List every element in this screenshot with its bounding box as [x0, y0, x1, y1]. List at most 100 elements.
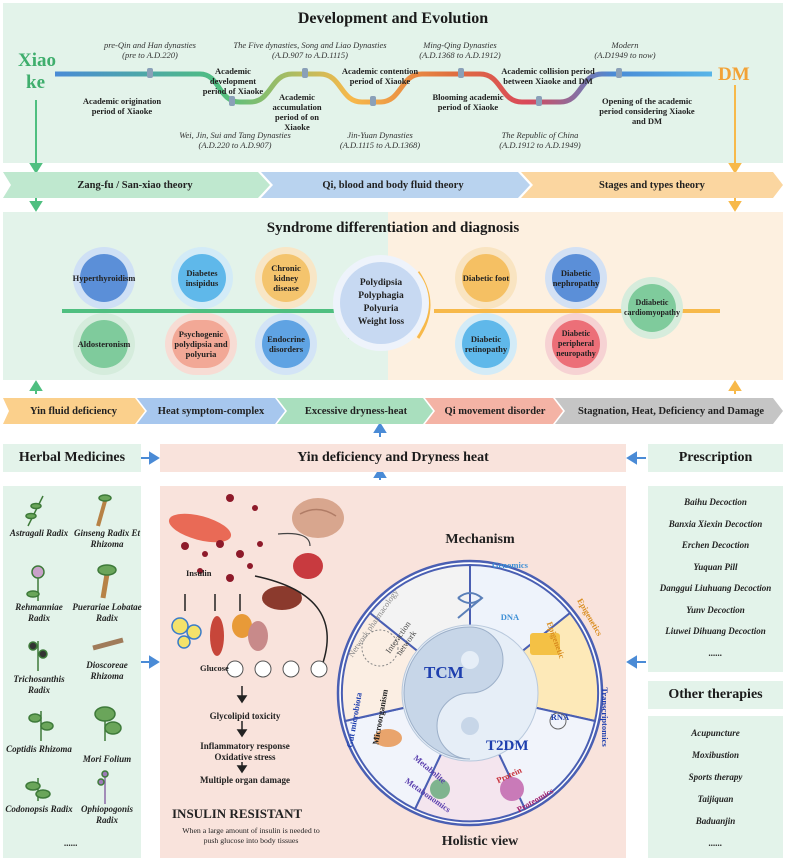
syndrome-psychogenic: Psychogenic polydipsia and polyuria: [172, 320, 230, 368]
herb-ophiopogonis: Ophiopogonis Radix: [80, 804, 133, 825]
complication-foot: Diabetic foot: [462, 254, 510, 302]
syndrome-endocrine: Endocrine disorders: [262, 320, 310, 368]
symptom-weight-loss: Weight loss: [357, 317, 405, 327]
herb-astragali: Astragali Radix: [9, 528, 69, 538]
period-5: Blooming academic period of Xiaoke: [432, 92, 504, 112]
herb-rehmanniae: Rehmanniae Radix: [15, 602, 63, 623]
pattern-yin-fluid: Yin fluid deficiency: [29, 405, 118, 417]
complication-retinopathy: Diabetic retinopathy: [462, 320, 510, 368]
herb-more: ......: [64, 838, 78, 848]
insulin-desc-1: When a large amount of insulin is needed…: [182, 826, 320, 835]
syndrome-ckd: Chronic kidney disease: [262, 254, 310, 302]
symptom-polydipsia: Polydipsia: [359, 278, 403, 288]
theory-band-shapes: [3, 172, 783, 198]
timeline-wave: [55, 68, 712, 106]
symptom-polyphagia: Polyphagia: [358, 291, 404, 301]
rx-liuwei: Liuwei Dihuang Decoction: [665, 626, 766, 636]
syndrome-diabetes-insipidus: Diabetes insipidus: [178, 254, 226, 302]
t2dm-label: T2DM: [486, 738, 529, 754]
tcm-label: TCM: [424, 663, 464, 682]
herb-coptidis: Coptidis Rhizoma: [6, 744, 72, 754]
step-glycolipid: Glycolipid toxicity: [209, 711, 281, 721]
symptom-polyuria: Polyuria: [363, 304, 399, 314]
period-7: Opening of the academic period consideri…: [599, 96, 695, 126]
herb-puerariae: Puerariae Lobatae Radix: [72, 602, 142, 623]
rx-danggui: Danggui Liuhuang Decoction: [659, 583, 772, 593]
step-inflammatory: Inflammatory response: [200, 741, 290, 751]
xiaoke-label-1: Xiao: [18, 50, 56, 71]
development-title: Development and Evolution: [297, 10, 489, 27]
insulin-resistant-title: INSULIN RESISTANT: [172, 806, 303, 821]
rx-erchen: Erchen Decoction: [681, 540, 750, 550]
era-bottom-2: Jin-Yuan Dynasties(A.D.1115 to A.D.1368): [339, 130, 421, 150]
mechanism-wheel: [336, 559, 604, 827]
pattern-qi: Qi movement disorder: [444, 405, 546, 417]
therapy-baduanjin: Baduanjin: [695, 816, 736, 826]
period-6: Academic collision period between Xiaoke…: [501, 66, 595, 86]
era-top-2: The Five dynasties, Song and Liao Dynast…: [233, 40, 387, 60]
therapy-sports: Sports therapy: [688, 772, 743, 782]
therapy-moxibustion: Moxibustion: [691, 750, 740, 760]
rx-yunv: Yunv Decoction: [686, 604, 745, 615]
other-therapies-title: Other therapies: [648, 681, 783, 709]
step-organ-damage: Multiple organ damage: [200, 775, 290, 785]
era-bottom-3: The Republic of China(A.D.1912 to A.D.19…: [499, 130, 581, 150]
insulin-desc-2: push glucose into body tissues: [203, 836, 299, 845]
dm-label: DM: [718, 64, 750, 85]
therapy-acupuncture: Acupuncture: [691, 728, 740, 738]
other-therapies-list: Acupuncture Moxibustion Sports therapy T…: [648, 722, 783, 854]
inner-dna: DNA: [500, 612, 520, 622]
prescription-list: Baihu Decoction Banxia Xiexin Decoction …: [648, 492, 783, 664]
sector-genomics: Genomics: [492, 560, 528, 570]
period-3: Academic accumulation period of on Xiaok…: [272, 92, 322, 132]
holistic-view-title: Holistic view: [441, 834, 519, 849]
therapy-more: ......: [708, 838, 723, 848]
insulin-label: Insulin: [186, 568, 212, 578]
era-top-4: Modern(A.D1949 to now): [594, 40, 656, 60]
syndrome-title: Syndrome differentiation and diagnosis: [266, 220, 520, 236]
herb-mori: Mori Folium: [82, 754, 132, 764]
theory-zangfu: Zang-fu / San-xiao theory: [77, 179, 193, 191]
complication-nephropathy: Diabetic nephropathy: [552, 254, 600, 302]
theory-stages: Stages and types theory: [599, 179, 705, 191]
prescription-panel: [648, 486, 783, 672]
core-title: Yin deficiency and Dryness heat: [160, 444, 626, 472]
prescription-title: Prescription: [648, 444, 783, 472]
pattern-stagnation: Stagnation, Heat, Deficiency and Damage: [577, 405, 765, 417]
herb-icons: [25, 494, 124, 804]
xiaoke-label-2: ke: [26, 72, 45, 93]
syndrome-aldosteronism: Aldosteronism: [78, 320, 130, 368]
pattern-band-shapes: [3, 398, 783, 424]
complication-cardiomyopathy: Ddiabetic cardiomyopathy: [624, 284, 680, 332]
herb-codonopsis: Codonopsis Radix: [5, 804, 73, 814]
pattern-heat: Heat symptom-complex: [157, 405, 265, 417]
rx-more: ......: [708, 647, 723, 658]
mechanism-title: Mechanism: [445, 532, 515, 547]
theory-qi-blood: Qi, blood and body fluid theory: [322, 179, 464, 191]
therapy-taijiquan: Taijiquan: [697, 794, 734, 804]
insulin-illustration: [168, 494, 344, 774]
rx-baihu: Baihu Decoction: [684, 497, 747, 507]
step-oxidative: Oxidative stress: [214, 752, 276, 762]
herb-trichosanthis: Trichosanthis Radix: [13, 674, 65, 695]
glucose-label: Glucose: [200, 663, 229, 673]
development-panel: [3, 3, 783, 163]
period-4: Academic contention period of Xiaoke: [341, 66, 419, 86]
sector-transcriptomics: Transcriptomics: [600, 687, 610, 747]
rx-banxia: Banxia Xiexin Decoction: [668, 518, 763, 529]
syndrome-hyperthyroidism: Hyperthyroidism: [73, 254, 135, 302]
period-1: Academic origination period of Xiaoke: [82, 96, 162, 116]
herbal-title: Herbal Medicines: [3, 444, 141, 472]
herbal-panel: [3, 486, 141, 858]
era-top-1: pre-Qin and Han dynasties(pre to A.D.220…: [104, 40, 196, 60]
herb-ginseng: Ginseng Radix Et Rhizoma: [73, 528, 140, 549]
herb-dioscoreae: Dioscoreae Rhizoma: [86, 660, 128, 681]
rx-yuquan: Yuquan Pill: [693, 561, 738, 572]
era-bottom-1: Wei, Jin, Sui and Tang Dynasties(A.D.220…: [179, 130, 291, 150]
period-2: Academic development period of Xiaoke: [202, 66, 264, 96]
inner-rna: RNA: [550, 712, 570, 722]
pattern-dryness: Excessive dryness-heat: [304, 405, 408, 417]
other-therapies-panel: [648, 716, 783, 858]
era-top-3: Ming-Qing Dynasties(A.D.1368 to A.D.1912…: [419, 40, 501, 60]
